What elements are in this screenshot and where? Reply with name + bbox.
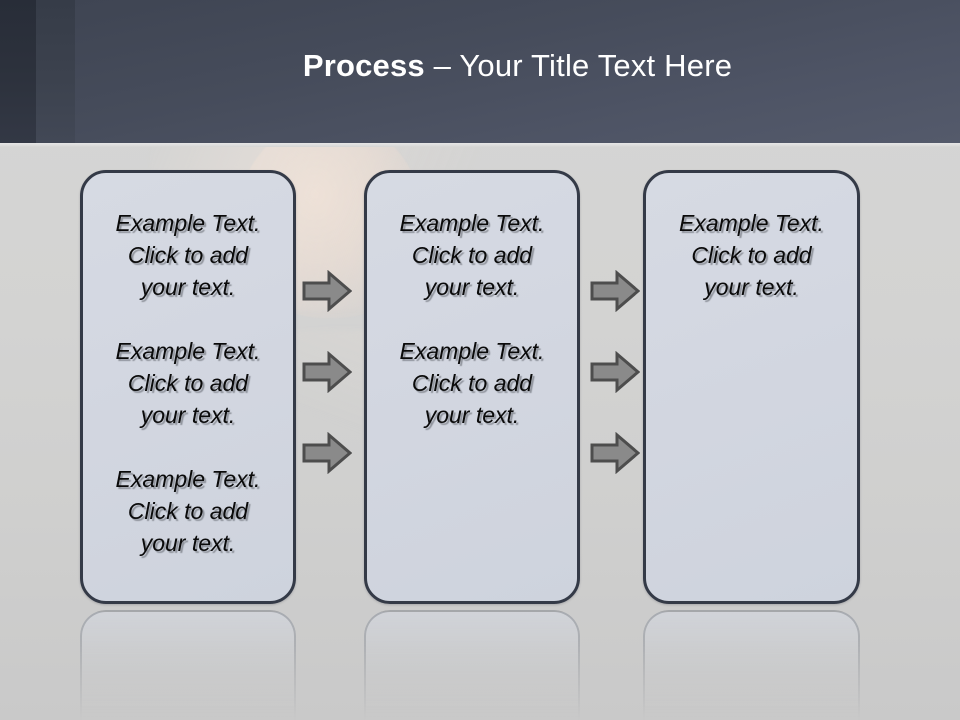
page-title: Process – Your Title Text Here: [75, 48, 960, 84]
slide-header: [0, 0, 960, 143]
box-reflection-3: [643, 610, 860, 720]
process-box-1-paragraph-2[interactable]: Example Text. Click to add your text.: [115, 338, 261, 428]
right-arrow-icon: [590, 351, 640, 393]
process-box-3-paragraph-1[interactable]: Example Text. Click to add your text.: [679, 210, 824, 300]
header-accent-band-mid: [36, 0, 75, 143]
process-box-2-paragraph-2[interactable]: Example Text. Click to add your text.: [399, 338, 545, 428]
right-arrow-icon: [590, 432, 640, 474]
process-box-2-content: Example Text. Click to add your text. Ex…: [367, 207, 577, 431]
header-main-band: [75, 0, 960, 143]
process-box-3-content: Example Text. Click to add your text.: [646, 207, 857, 303]
process-box-2[interactable]: Example Text. Click to add your text. Ex…: [364, 170, 580, 604]
process-box-1-paragraph-3[interactable]: Example Text. Click to add your text.: [115, 466, 261, 556]
page-title-strong: Process: [302, 48, 425, 83]
process-box-3[interactable]: Example Text. Click to add your text.: [643, 170, 860, 604]
right-arrow-icon: [590, 270, 640, 312]
box-reflection-2: [364, 610, 580, 720]
process-box-1-paragraph-1[interactable]: Example Text. Click to add your text.: [115, 210, 261, 300]
process-box-1-content: Example Text. Click to add your text. Ex…: [83, 207, 293, 559]
page-title-rest: – Your Title Text Here: [424, 48, 733, 83]
right-arrow-icon: [302, 432, 352, 474]
header-underline: [0, 143, 960, 147]
right-arrow-icon: [302, 351, 352, 393]
header-accent-band-dark: [0, 0, 36, 143]
box-reflection-1: [80, 610, 296, 720]
right-arrow-icon: [302, 270, 352, 312]
process-box-2-paragraph-1[interactable]: Example Text. Click to add your text.: [399, 210, 545, 300]
process-box-1[interactable]: Example Text. Click to add your text. Ex…: [80, 170, 296, 604]
